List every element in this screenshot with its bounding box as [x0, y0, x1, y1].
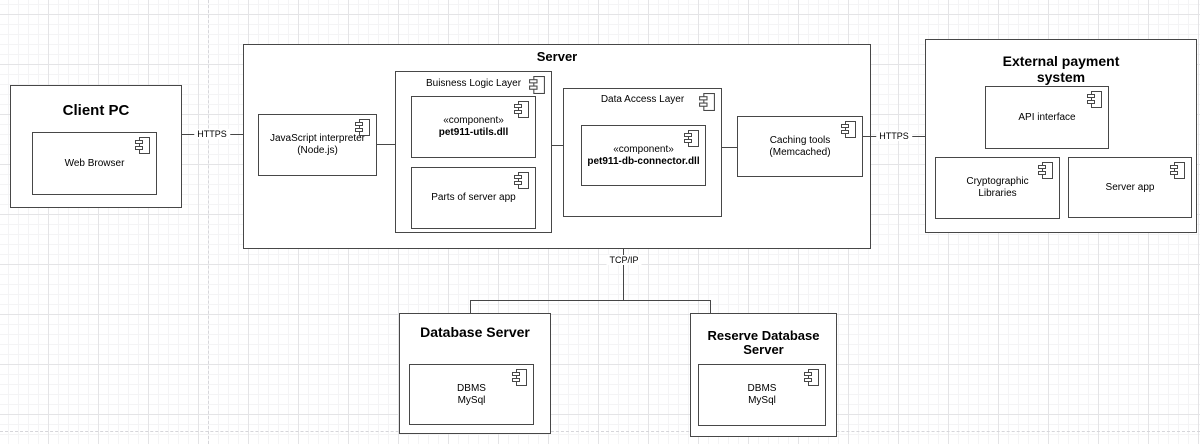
component-label: Server app [1105, 181, 1155, 193]
page-break-vertical [208, 0, 209, 444]
component-label: Web Browser [64, 157, 125, 169]
node-title: Database Server [420, 324, 530, 340]
component-dbms-primary[interactable]: DBMS MySql [409, 364, 534, 425]
component-js-interpreter[interactable]: JavaScript interpreter (Node.js) [258, 114, 377, 176]
component-pet911-utils[interactable]: «component» pet911-utils.dll [411, 96, 536, 158]
component-label: JavaScript interpreter (Node.js) [269, 133, 366, 156]
component-pet911-db-connector[interactable]: «component» pet911-db-connector.dll [581, 125, 706, 186]
component-icon [135, 137, 150, 154]
component-icon [804, 369, 819, 386]
edge-label-https-right[interactable]: HTTPS [876, 131, 912, 141]
edge-db-branch-left[interactable] [470, 300, 471, 313]
page-break-horizontal [0, 431, 1200, 432]
component-icon [1170, 162, 1185, 179]
component-icon [529, 76, 545, 94]
component-web-browser[interactable]: Web Browser [32, 132, 157, 195]
edge-label-https-left[interactable]: HTTPS [194, 129, 230, 139]
component-label: Parts of server app [431, 192, 516, 203]
component-label: API interface [1018, 111, 1076, 123]
node-title: Client PC [62, 102, 130, 119]
component-icon [841, 121, 856, 138]
component-icon [514, 172, 529, 189]
component-icon [512, 369, 527, 386]
edge-js-business-logic[interactable] [377, 144, 395, 145]
edge-db-branch-horizontal[interactable] [470, 300, 711, 301]
component-parts-of-server-app[interactable]: Parts of server app [411, 167, 536, 229]
layer-title: Data Access Layer [600, 94, 685, 105]
component-icon [355, 119, 370, 136]
component-server-app[interactable]: Server app [1068, 157, 1192, 218]
component-icon [1038, 162, 1053, 179]
component-dbms-reserve[interactable]: DBMS MySql [698, 364, 826, 426]
component-label: Cryptographic Libraries [966, 176, 1029, 199]
edge-label-tcpip[interactable]: TCP/IP [606, 255, 642, 265]
component-stereotype: «component» [443, 115, 504, 126]
component-icon [514, 101, 529, 118]
component-icon [699, 93, 715, 111]
component-icon [684, 130, 699, 147]
node-title: Reserve Database Server [707, 328, 820, 357]
node-title: External payment system [1002, 53, 1120, 85]
edge-server-db-vertical[interactable] [623, 249, 624, 300]
component-label: Caching tools (Memcached) [769, 134, 831, 158]
component-label: DBMS MySql [747, 383, 777, 406]
edge-data-access-caching[interactable] [722, 147, 737, 148]
component-label: pet911-utils.dll [438, 127, 509, 138]
component-label: pet911-db-connector.dll [587, 155, 700, 167]
edge-business-logic-data-access[interactable] [551, 145, 563, 146]
edge-db-branch-right[interactable] [710, 300, 711, 313]
component-stereotype: «component» [613, 143, 674, 155]
component-api-interface[interactable]: API interface [985, 86, 1109, 149]
component-label: DBMS MySql [457, 382, 486, 406]
node-title: Server [536, 49, 578, 64]
component-caching-tools[interactable]: Caching tools (Memcached) [737, 116, 863, 177]
layer-title: Buisness Logic Layer [425, 78, 522, 89]
component-icon [1087, 91, 1102, 108]
component-cryptographic-libraries[interactable]: Cryptographic Libraries [935, 157, 1060, 219]
